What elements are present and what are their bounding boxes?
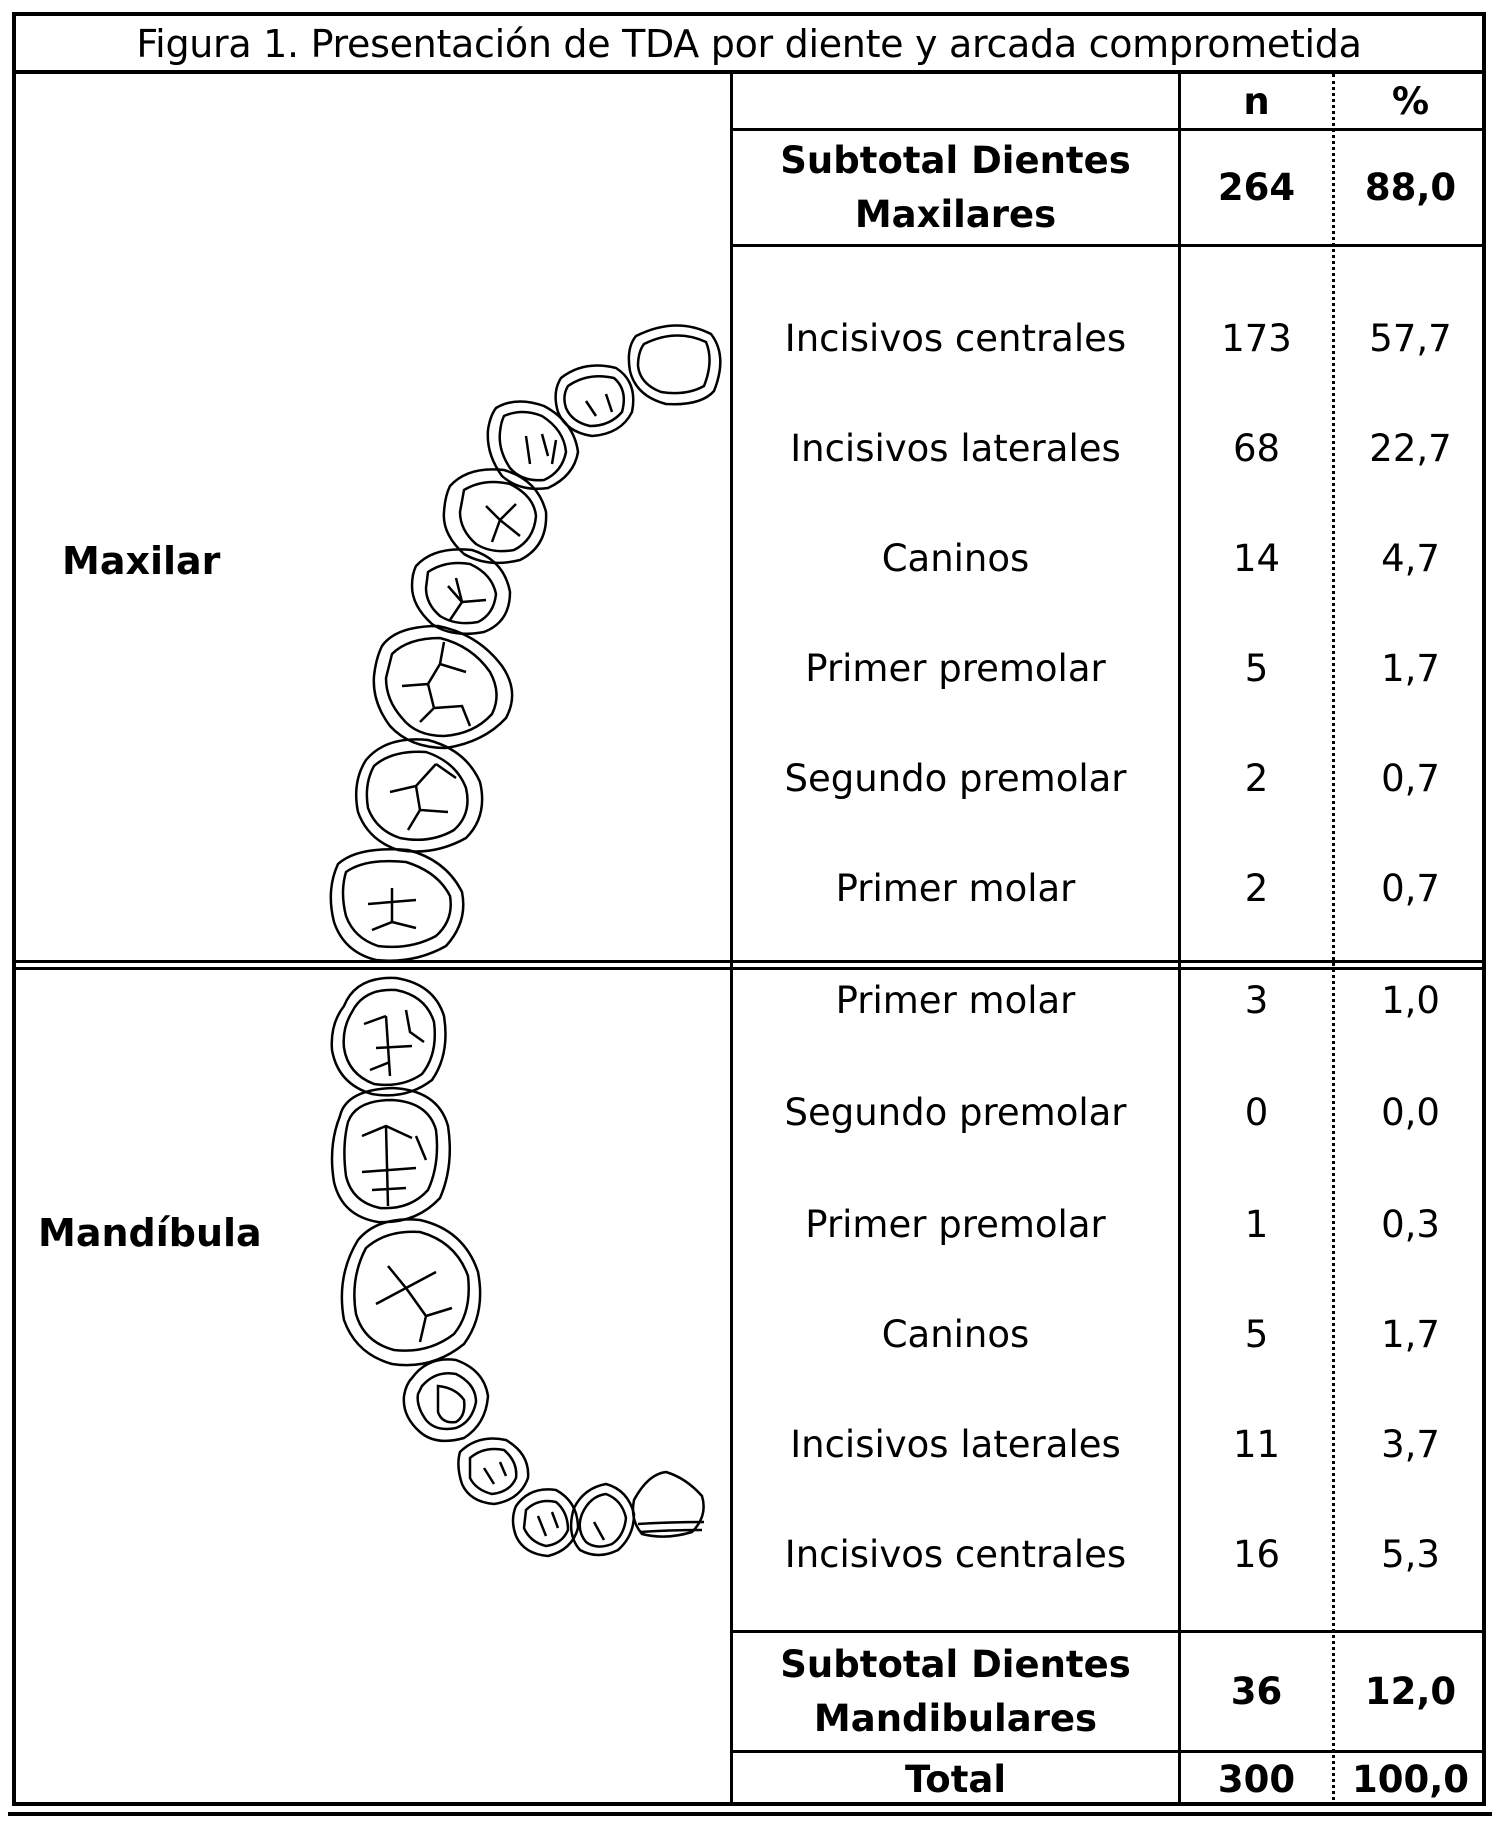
mandibula-row-n: 16 <box>1232 1532 1281 1576</box>
subtotal-mandibula-label-line2: Mandibulares <box>813 1696 1098 1740</box>
mandibula-row-pct: 0,0 <box>1381 1090 1440 1134</box>
maxilar-row-pct: 57,7 <box>1369 316 1452 360</box>
maxilar-row-tooth: Primer premolar <box>805 646 1106 690</box>
rule-header <box>730 128 1486 131</box>
maxillary-canine <box>486 400 580 490</box>
subtotal-mandibula-pct: 12,0 <box>1364 1670 1457 1713</box>
divider-n-pct <box>1332 74 1335 1806</box>
mandibular-first-premolar <box>340 1218 482 1367</box>
maxillary-first-molar <box>372 624 514 750</box>
subtotal-maxilar-pct: 88,0 <box>1364 166 1457 209</box>
rule-subtotal-mandibula <box>730 1630 1486 1633</box>
mandibula-row-pct: 3,7 <box>1381 1422 1440 1466</box>
mandibular-central-incisor <box>511 1488 580 1558</box>
maxilar-row-pct: 4,7 <box>1381 536 1440 580</box>
mandibula-row-pct: 0,3 <box>1381 1202 1440 1246</box>
maxillary-central-incisor <box>627 324 722 406</box>
mandibular-central-incisor <box>569 1482 636 1557</box>
maxillary-arch-illustration <box>329 324 722 962</box>
maxilar-row-tooth: Primer molar <box>835 866 1076 910</box>
maxilar-label: Maxilar <box>62 539 221 583</box>
maxilar-row-pct: 22,7 <box>1369 426 1452 470</box>
mandibular-arch-illustration <box>330 976 705 1558</box>
mandibular-canine <box>402 1358 490 1443</box>
total-label: Total <box>904 1758 1007 1801</box>
mandibula-row-tooth: Caninos <box>881 1312 1030 1356</box>
maxilar-row-tooth: Caninos <box>881 536 1030 580</box>
rule-arcade-divider-1 <box>16 960 1486 963</box>
mandibula-row-n: 11 <box>1232 1422 1281 1466</box>
mandibula-row-pct: 5,3 <box>1381 1532 1440 1576</box>
subtotal-mandibula-n: 36 <box>1230 1670 1283 1713</box>
divider-left-right <box>730 74 733 1806</box>
subtotal-maxilar-label-line2: Maxilares <box>854 192 1057 236</box>
mandibular-second-molar <box>330 1086 452 1224</box>
mandibular-first-molar <box>330 976 447 1097</box>
maxilar-row-pct: 0,7 <box>1381 756 1440 800</box>
total-n: 300 <box>1217 1758 1296 1801</box>
maxilar-row-tooth: Incisivos laterales <box>790 426 1121 470</box>
maxillary-molar <box>329 848 465 962</box>
subtotal-maxilar-n: 264 <box>1217 166 1296 209</box>
maxilar-row-tooth: Incisivos centrales <box>784 316 1127 360</box>
mandibula-row-n: 5 <box>1244 1312 1269 1356</box>
maxilar-row-n: 5 <box>1244 646 1269 690</box>
maxilar-row-n: 68 <box>1232 426 1281 470</box>
rule-subtotal-maxilar <box>730 244 1486 247</box>
maxilar-row-pct: 1,7 <box>1381 646 1440 690</box>
mandibula-row-pct: 1,7 <box>1381 1312 1440 1356</box>
mandibula-row-n: 1 <box>1244 1202 1269 1246</box>
mandibular-lateral-incisor <box>457 1437 530 1506</box>
rule-total <box>730 1750 1486 1753</box>
divider-label-n <box>1178 74 1181 1806</box>
header-pct: % <box>1391 79 1430 123</box>
subtotal-maxilar-label-line1: Subtotal Dientes <box>780 138 1131 182</box>
subtotal-mandibula-label-line1: Subtotal Dientes <box>780 1642 1131 1686</box>
mandibula-row-n: 0 <box>1244 1090 1269 1134</box>
maxilar-row-pct: 0,7 <box>1381 866 1440 910</box>
maxillary-first-premolar <box>442 468 548 565</box>
maxilar-row-n: 2 <box>1244 756 1269 800</box>
figure-table: Figura 1. Presentación de TDA por diente… <box>12 12 1486 1806</box>
mandibula-row-tooth: Segundo premolar <box>784 1090 1127 1134</box>
maxillary-lateral-incisor <box>554 364 635 438</box>
mandibula-row-tooth: Incisivos centrales <box>784 1532 1127 1576</box>
bottom-rule <box>8 1812 1492 1816</box>
subtotal-maxilar-label: Subtotal Dientes Maxilares <box>733 131 1178 244</box>
rule-arcade-divider-2 <box>16 967 1486 970</box>
mandibula-row-pct: 1,0 <box>1381 978 1440 1022</box>
subtotal-mandibula-label: Subtotal Dientes Mandibulares <box>733 1633 1178 1750</box>
maxilar-row-tooth: Segundo premolar <box>784 756 1127 800</box>
figure-title: Figura 1. Presentación de TDA por diente… <box>16 16 1482 74</box>
maxilar-row-n: 14 <box>1232 536 1281 580</box>
mandibula-row-tooth: Incisivos laterales <box>790 1422 1121 1466</box>
mandibula-row-tooth: Primer molar <box>835 978 1076 1022</box>
maxillary-second-premolar <box>410 548 512 635</box>
total-pct: 100,0 <box>1351 1758 1470 1801</box>
maxillary-second-molar <box>355 738 484 853</box>
mandibula-row-n: 3 <box>1244 978 1269 1022</box>
mandibular-central-incisor <box>631 1470 705 1538</box>
mandibula-row-tooth: Primer premolar <box>805 1202 1106 1246</box>
maxilar-row-n: 173 <box>1221 316 1292 360</box>
maxilar-row-n: 2 <box>1244 866 1269 910</box>
mandibula-label: Mandíbula <box>38 1211 262 1255</box>
header-n: n <box>1243 79 1270 123</box>
